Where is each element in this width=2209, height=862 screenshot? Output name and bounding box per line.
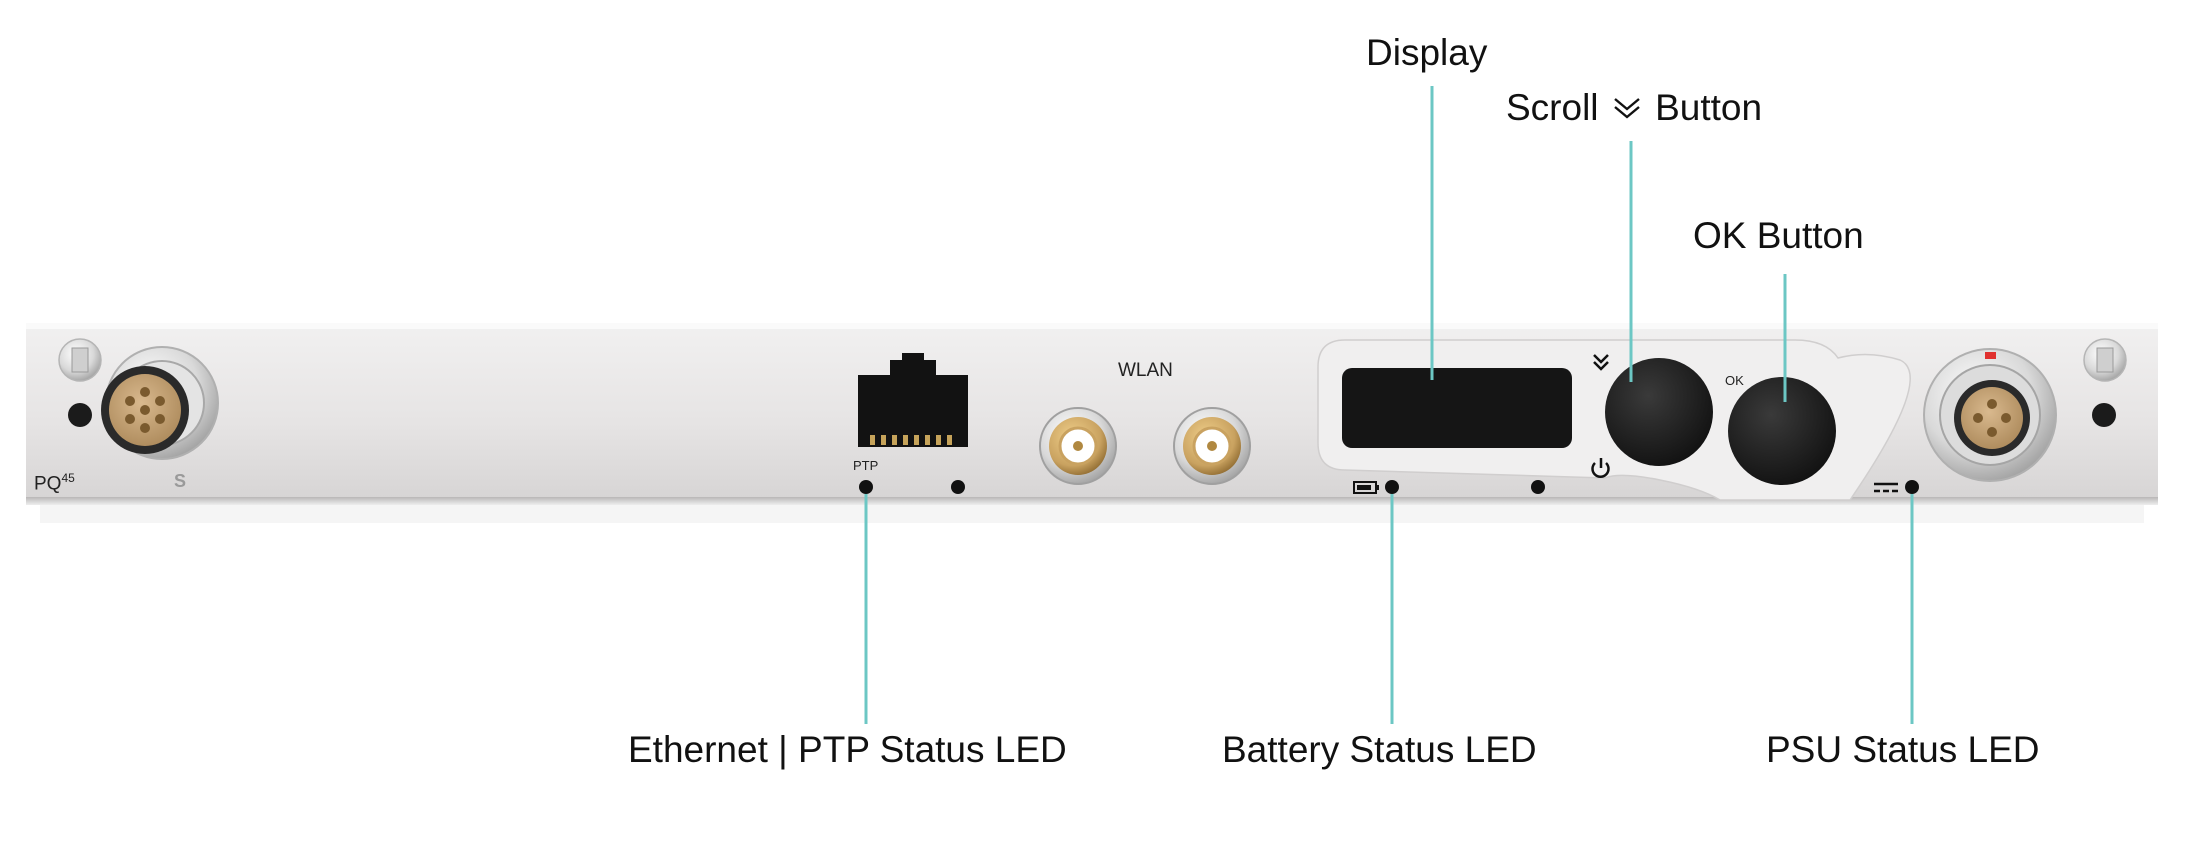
scroll-button[interactable]: [1605, 358, 1713, 466]
power-icon: [1591, 458, 1610, 478]
battery-status-led: [1385, 480, 1399, 494]
ethernet-ptp-status-led: [859, 480, 873, 494]
s-mark: S: [174, 471, 187, 491]
callout-scroll-prefix: Scroll: [1506, 87, 1599, 128]
callout-scroll-suffix: Button: [1655, 87, 1763, 128]
callout-psu-led: PSU Status LED: [1766, 729, 2040, 770]
double-chevron-down-icon: [1614, 98, 1640, 119]
wlan-label: WLAN: [1118, 360, 1173, 381]
second-network-led: [951, 480, 965, 494]
callout-ok-button: OK Button: [1693, 215, 1864, 256]
callout-ethernet-ptp-led: Ethernet | PTP Status LED: [628, 729, 1067, 770]
psu-status-led: [1905, 480, 1919, 494]
ethernet-port: [858, 353, 968, 447]
callout-display: Display: [1366, 32, 1488, 73]
rack-ear-screw-right: [2083, 338, 2127, 382]
rack-ear-screw-left: [58, 338, 102, 382]
aux-led: [1531, 480, 1545, 494]
ptp-label: PTP: [853, 458, 879, 473]
rack-mount-hole-left: [68, 403, 92, 427]
psu-circular-connector: [1923, 348, 2057, 482]
battery-icon: [1353, 481, 1379, 494]
wlan-connector-2: [1173, 407, 1251, 485]
model-label: PQ45: [34, 472, 75, 493]
callout-battery-led: Battery Status LED: [1222, 729, 1537, 770]
wlan-connector-1: [1039, 407, 1117, 485]
model-name: PQ: [34, 473, 62, 495]
model-superscript: 45: [61, 471, 75, 485]
dc-power-icon: [1874, 482, 1898, 493]
ok-button[interactable]: [1728, 377, 1836, 485]
double-chevron-down-icon: [1593, 354, 1609, 371]
left-circular-connector: [101, 346, 219, 460]
ok-small-label: OK: [1725, 373, 1744, 388]
red-key-marker: [1985, 352, 1996, 359]
rack-mount-hole-right: [2092, 403, 2116, 427]
display-screen: [1342, 368, 1572, 448]
callout-scroll-button: Scroll Button: [1506, 89, 1762, 126]
